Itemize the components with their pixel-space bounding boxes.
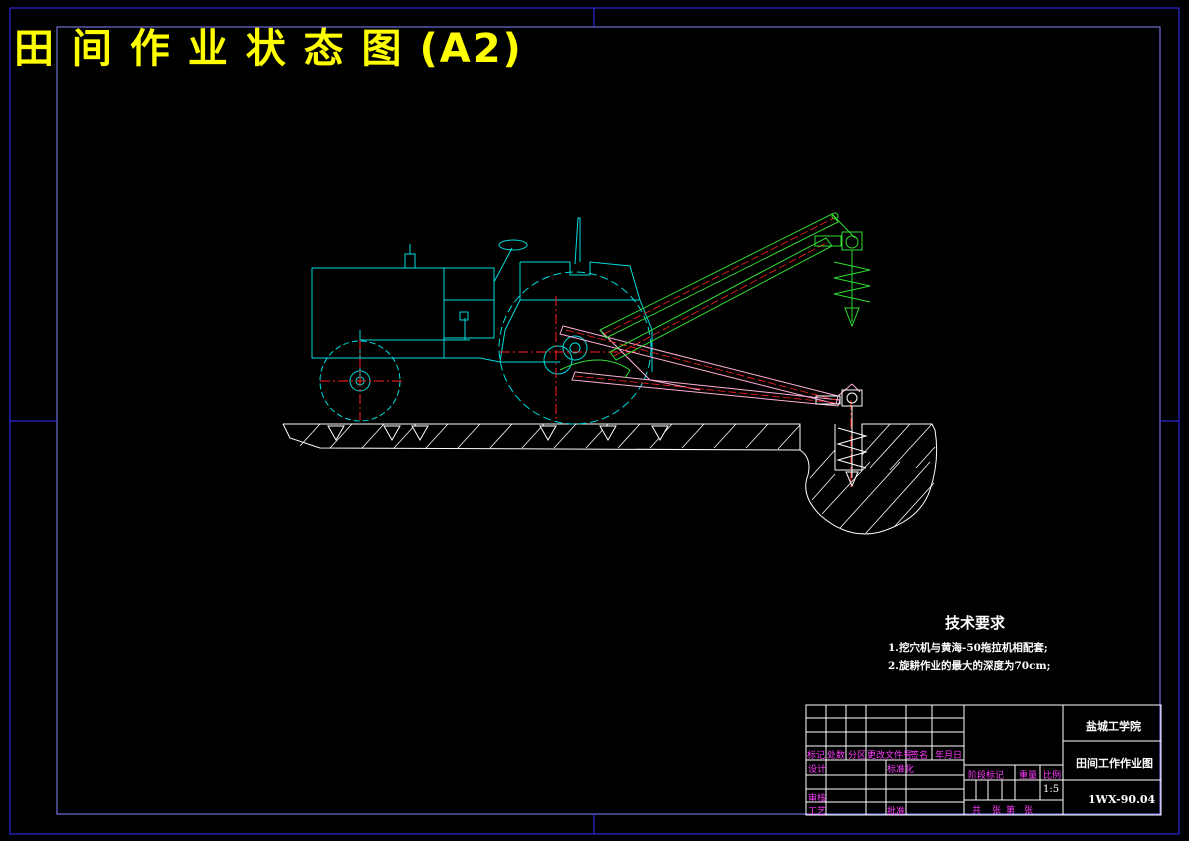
auger-working <box>815 389 868 488</box>
tb-label-sheet-no: 第 <box>1006 806 1016 816</box>
tb-drawing-name: 田间工作作业图 <box>1076 757 1153 770</box>
title-block <box>805 704 1162 816</box>
soil-tines <box>327 425 669 442</box>
tb-label-zone: 分区 <box>848 751 867 761</box>
inner-border <box>56 26 1161 815</box>
tb-label-change-doc: 更改文件号 <box>867 751 913 761</box>
tb-school: 盐城工学院 <box>1086 720 1141 733</box>
tb-label-date: 年月日 <box>935 751 963 761</box>
tb-label-stage-mark: 阶段标记 <box>968 771 1005 781</box>
tech-req-heading: 技术要求 <box>944 614 1005 632</box>
tb-label-design: 设计 <box>808 765 827 775</box>
auger-raised <box>814 231 871 328</box>
tb-label-process: 工艺 <box>808 807 827 817</box>
tb-label-sheets-unit: 张 <box>992 806 1002 816</box>
linkage-red-lines <box>565 329 839 404</box>
tb-drawing-number: 1WX-90.04 <box>1088 793 1156 806</box>
tb-label-sheets-total: 共 <box>972 806 982 816</box>
linkage-raised <box>559 212 856 379</box>
tb-label-sheet-unit2: 张 <box>1024 806 1034 816</box>
tractor <box>311 217 653 425</box>
ground-section <box>282 423 938 535</box>
center-lines <box>320 296 852 488</box>
tb-label-count: 处数 <box>827 751 846 761</box>
tb-label-weight: 重量 <box>1019 771 1038 781</box>
linkage-lower <box>559 325 861 407</box>
tb-label-approve: 批准 <box>887 807 906 817</box>
tb-label-scale: 比例 <box>1043 771 1062 781</box>
tb-label-standardize: 标准化 <box>887 765 915 775</box>
drawing-frame <box>56 26 1161 815</box>
linkage-raised-red <box>603 217 835 357</box>
tb-scale-value: 1:5 <box>1043 784 1060 795</box>
tb-label-review: 审核 <box>808 794 827 804</box>
title: 田 间 作 业 状 态 图 (A2) <box>14 26 523 72</box>
center-marks <box>10 8 1179 834</box>
tech-req-item-1: 1.挖穴机与黄海-50拖拉机相配套; <box>888 642 1048 654</box>
tech-req-item-2: 2.旋耕作业的最大的深度为70cm; <box>888 660 1051 672</box>
tb-label-signature: 签名 <box>910 751 929 761</box>
tb-label-mark: 标记 <box>807 751 826 761</box>
